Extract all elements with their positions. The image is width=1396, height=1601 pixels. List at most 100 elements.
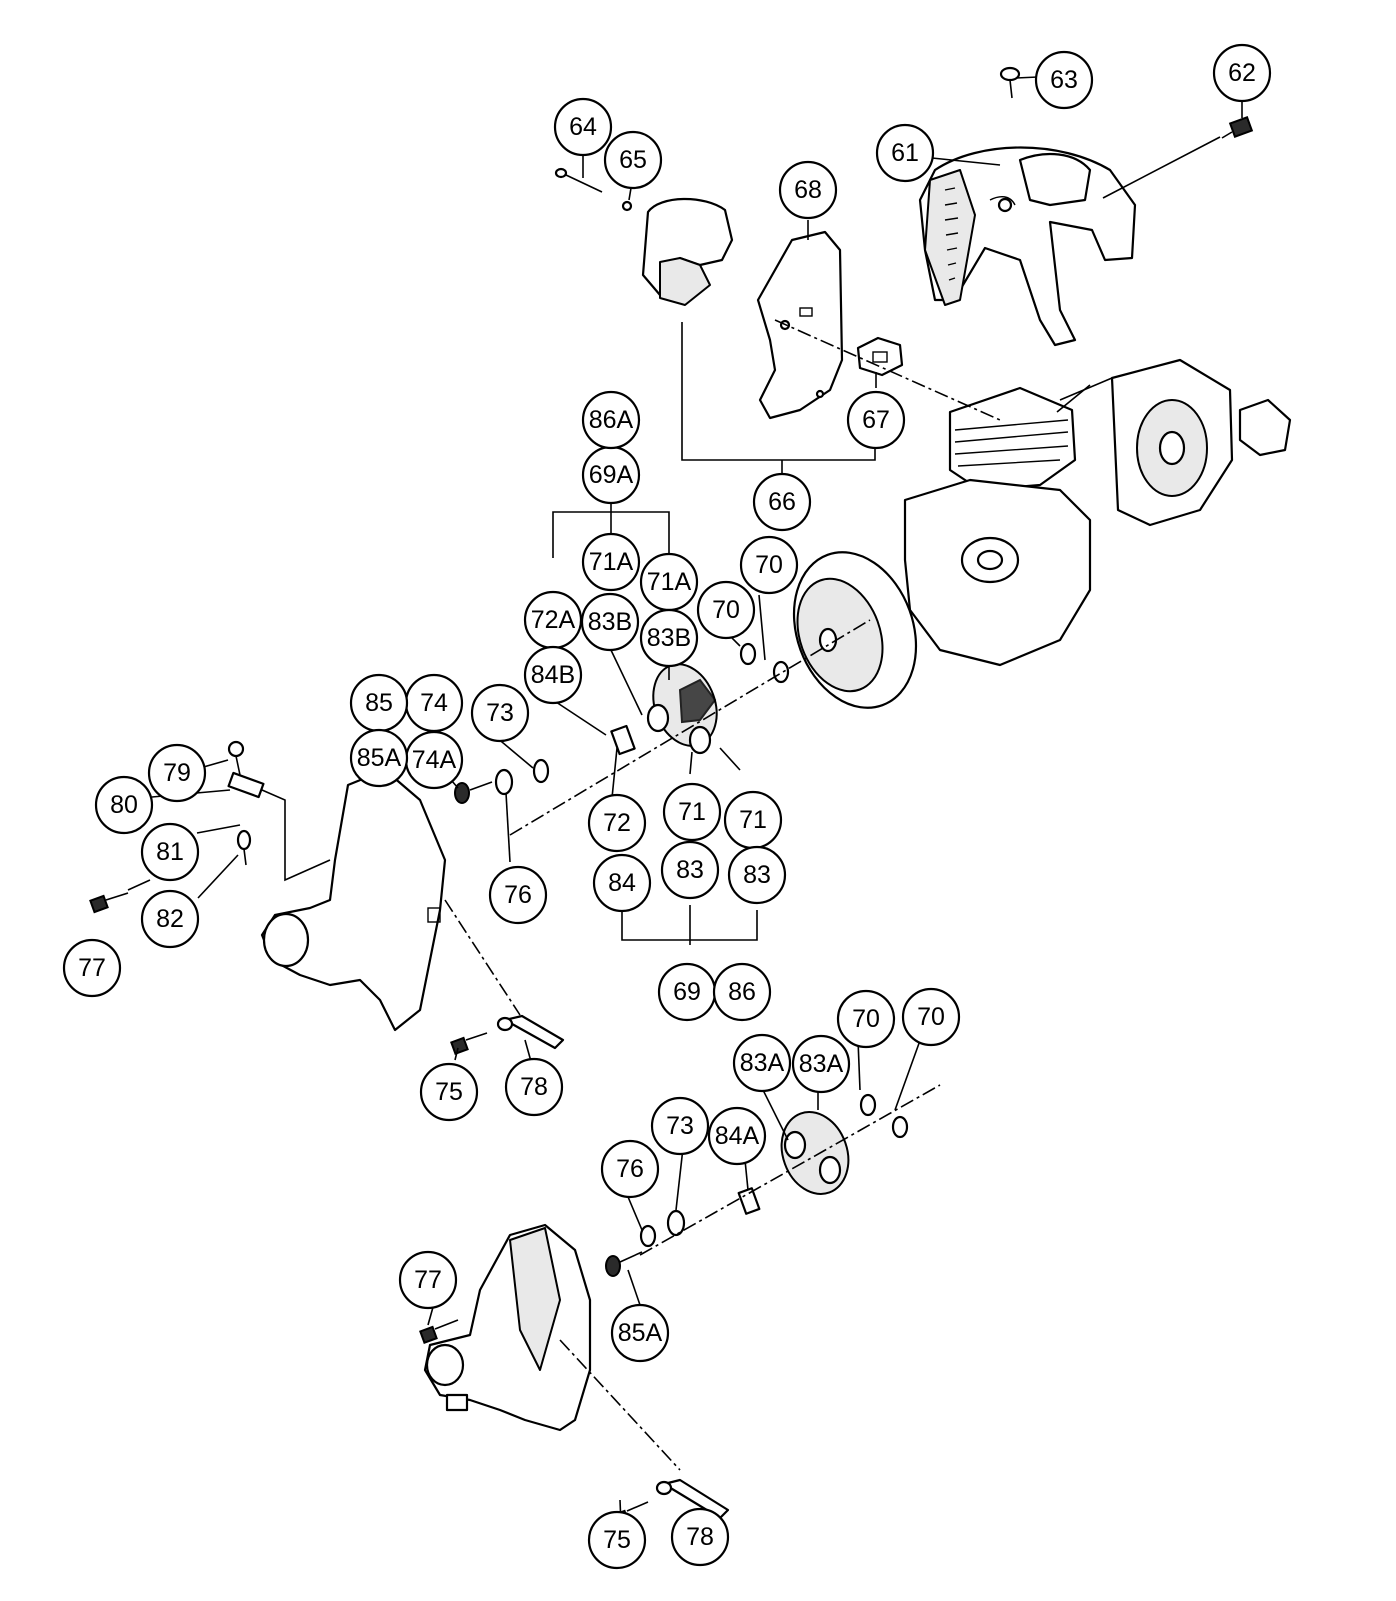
callout-70a: 70 <box>739 535 799 595</box>
clutch-housing-lower-part <box>423 1223 592 1432</box>
engine-cover-part <box>918 146 1137 347</box>
clutch-housing-upper-part <box>260 768 447 1032</box>
callout-73a: 73 <box>470 683 530 743</box>
callout-83Ba: 83B <box>580 592 640 652</box>
callout-65-text: 65 <box>619 146 647 174</box>
callout-83Aa-text: 83A <box>740 1049 785 1077</box>
callout-72A: 72A <box>523 590 583 650</box>
bolt-77-lower-part <box>419 1319 459 1344</box>
screw-62-part <box>1221 116 1254 139</box>
callout-78a: 78 <box>504 1057 564 1117</box>
callout-82-text: 82 <box>156 905 184 933</box>
callout-86-text: 86 <box>728 978 756 1006</box>
callout-85Aa: 85A <box>349 728 409 788</box>
callout-86A: 86A <box>581 390 641 450</box>
callout-83Ab-text: 83A <box>799 1050 844 1078</box>
callout-75a-text: 75 <box>435 1078 463 1106</box>
callout-64-text: 64 <box>569 113 597 141</box>
callout-61: 61 <box>875 123 935 183</box>
callout-70b-text: 70 <box>712 596 740 624</box>
callout-77a-text: 77 <box>78 954 106 982</box>
callout-62-text: 62 <box>1228 59 1256 87</box>
callout-73b-text: 73 <box>666 1112 694 1140</box>
callout-84-text: 84 <box>608 869 636 897</box>
callout-85Ab: 85A <box>610 1303 670 1363</box>
callout-63: 63 <box>1034 50 1094 110</box>
callout-83b-text: 83 <box>743 861 771 889</box>
engine-block-part <box>903 386 1092 667</box>
callout-70c: 70 <box>836 989 896 1049</box>
callout-83b: 83 <box>727 845 787 905</box>
clutch-upper-part <box>610 663 718 756</box>
callout-83Ba-text: 83B <box>588 608 632 636</box>
callout-80: 80 <box>94 775 154 835</box>
callout-74-text: 74 <box>420 689 448 717</box>
callout-78a-text: 78 <box>520 1073 548 1101</box>
callout-80-text: 80 <box>110 791 138 819</box>
callout-74A: 74A <box>404 730 464 790</box>
callout-82: 82 <box>140 889 200 949</box>
callout-84B: 84B <box>523 645 583 705</box>
callout-71Ab: 71A <box>639 552 699 612</box>
callout-68-text: 68 <box>794 176 822 204</box>
screw-63-part <box>999 66 1021 99</box>
callout-78b-text: 78 <box>686 1523 714 1551</box>
cable-adjuster-part <box>227 740 265 866</box>
callout-85Ab-text: 85A <box>618 1319 663 1347</box>
callout-71Aa-text: 71A <box>589 548 634 576</box>
callout-63-text: 63 <box>1050 66 1078 94</box>
callout-66-text: 66 <box>768 488 796 516</box>
callout-85: 85 <box>349 673 409 733</box>
clutch-lower-part <box>605 1093 909 1277</box>
callout-70d: 70 <box>901 987 961 1047</box>
callout-81-text: 81 <box>156 838 184 866</box>
callout-86: 86 <box>712 962 772 1022</box>
callout-86A-text: 86A <box>589 406 634 434</box>
flywheel-part <box>792 551 918 709</box>
recoil-starter-part <box>1110 358 1292 527</box>
callout-72-text: 72 <box>603 809 631 837</box>
callout-75a: 75 <box>419 1062 479 1122</box>
washers-upper-part <box>454 642 790 804</box>
callout-70c-text: 70 <box>852 1005 880 1033</box>
callout-84: 84 <box>592 853 652 913</box>
callout-79: 79 <box>147 743 207 803</box>
callout-69A: 69A <box>581 445 641 505</box>
callout-71a-text: 71 <box>678 798 706 826</box>
callout-71b: 71 <box>723 790 783 850</box>
callout-81: 81 <box>140 822 200 882</box>
callout-74: 74 <box>404 673 464 733</box>
callout-70a-text: 70 <box>755 551 783 579</box>
callout-79-text: 79 <box>163 759 191 787</box>
callout-76b-text: 76 <box>616 1155 644 1183</box>
callout-71b-text: 71 <box>739 806 767 834</box>
callout-73b: 73 <box>650 1096 710 1156</box>
callout-83Bb: 83B <box>639 608 699 668</box>
callout-85Aa-text: 85A <box>357 744 402 772</box>
callout-76a-text: 76 <box>504 881 532 909</box>
callout-70b: 70 <box>696 580 756 640</box>
callout-68: 68 <box>778 160 838 220</box>
callout-70d-text: 70 <box>917 1003 945 1031</box>
callout-74A-text: 74A <box>412 746 457 774</box>
callout-85-text: 85 <box>365 689 393 717</box>
callout-69-text: 69 <box>673 978 701 1006</box>
callout-78b: 78 <box>670 1507 730 1567</box>
muffler-plate-part <box>756 230 844 420</box>
callout-76a: 76 <box>488 865 548 925</box>
callout-83Ab: 83A <box>791 1034 851 1094</box>
callout-65: 65 <box>603 130 663 190</box>
callout-76b: 76 <box>600 1139 660 1199</box>
callout-69A-text: 69A <box>589 461 634 489</box>
callout-61-text: 61 <box>891 139 919 167</box>
callout-66: 66 <box>752 472 812 532</box>
callout-77b: 77 <box>398 1250 458 1310</box>
leader-lines <box>127 76 1243 1526</box>
bolt-77-upper-part <box>89 892 129 914</box>
callout-67: 67 <box>846 390 906 450</box>
callout-71Aa: 71A <box>581 532 641 592</box>
muffler-cover-part <box>641 197 734 306</box>
callout-69: 69 <box>657 962 717 1022</box>
callout-84A: 84A <box>707 1106 767 1166</box>
callout-72A-text: 72A <box>531 606 576 634</box>
